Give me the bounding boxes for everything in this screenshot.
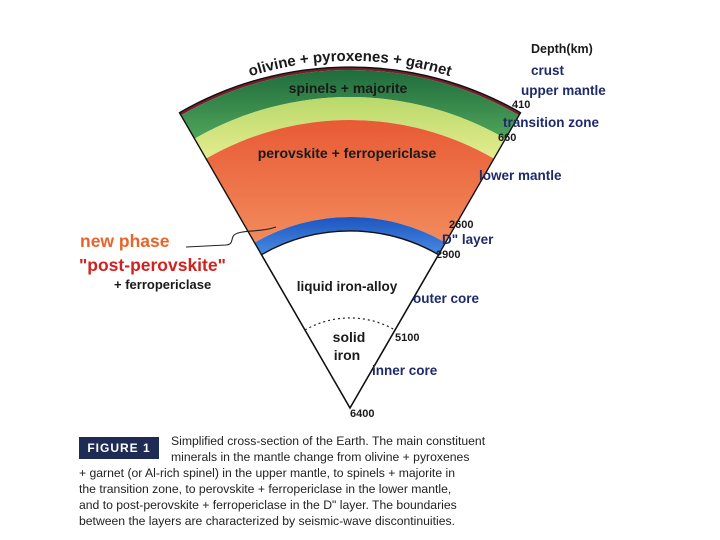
- inner-core-boundary: [304, 317, 396, 331]
- depth-5100: 5100: [395, 332, 419, 344]
- depth-heading: Depth(km): [531, 42, 593, 56]
- depth-660: 660: [498, 132, 516, 144]
- lower-mantle-layer: [206, 120, 494, 243]
- wedge-outline: [178, 66, 522, 410]
- depth-6400: 6400: [350, 408, 374, 420]
- zone-inner-core-label: inner core: [372, 363, 438, 378]
- outer-core-material-label: liquid iron-alloy: [297, 279, 398, 294]
- zone-crust-label: crust: [531, 63, 565, 78]
- zone-d-layer-label: D" layer: [442, 232, 494, 247]
- core-outline: [260, 230, 440, 410]
- depth-2900: 2900: [436, 249, 460, 261]
- ferropericlase-label: + ferropericlase: [114, 277, 211, 292]
- transition-zone-layer: [194, 97, 506, 159]
- caption-line: between the layers are characterized by …: [79, 514, 455, 528]
- zone-upper-mantle-label: upper mantle: [521, 83, 606, 98]
- new-phase-leader-line: [185, 226, 277, 248]
- transition-minerals-label: spinels + majorite: [289, 80, 408, 96]
- caption-line: minerals in the mantle change from olivi…: [171, 450, 470, 464]
- upper-mantle-layer: [181, 70, 519, 139]
- caption-line: Simplified cross-section of the Earth. T…: [171, 434, 486, 448]
- post-perovskite-label: "post-perovskite": [79, 255, 226, 275]
- d-layer: [254, 217, 446, 255]
- zone-transition-label: transition zone: [503, 115, 599, 130]
- depth-2600: 2600: [449, 219, 473, 231]
- caption-line: + garnet (or Al-rich spinel) in the uppe…: [79, 466, 455, 480]
- new-phase-label: new phase: [80, 231, 170, 251]
- figure-badge: FIGURE 1: [79, 437, 159, 459]
- lower-mantle-minerals-label: perovskite + ferropericlase: [258, 145, 437, 161]
- figure-caption: FIGURE 1 Simplified cross-section of the…: [79, 431, 549, 531]
- inner-core-material-line1: solid: [333, 329, 366, 345]
- depth-410: 410: [512, 99, 530, 111]
- zone-lower-mantle-label: lower mantle: [479, 168, 562, 183]
- caption-line: the transition zone, to perovskite + fer…: [79, 482, 452, 496]
- zone-outer-core-label: outer core: [413, 291, 480, 306]
- inner-core-material-line2: iron: [334, 347, 360, 363]
- crust-layer: [179, 67, 521, 116]
- caption-line: and to post-perovskite + ferropericlase …: [79, 498, 457, 512]
